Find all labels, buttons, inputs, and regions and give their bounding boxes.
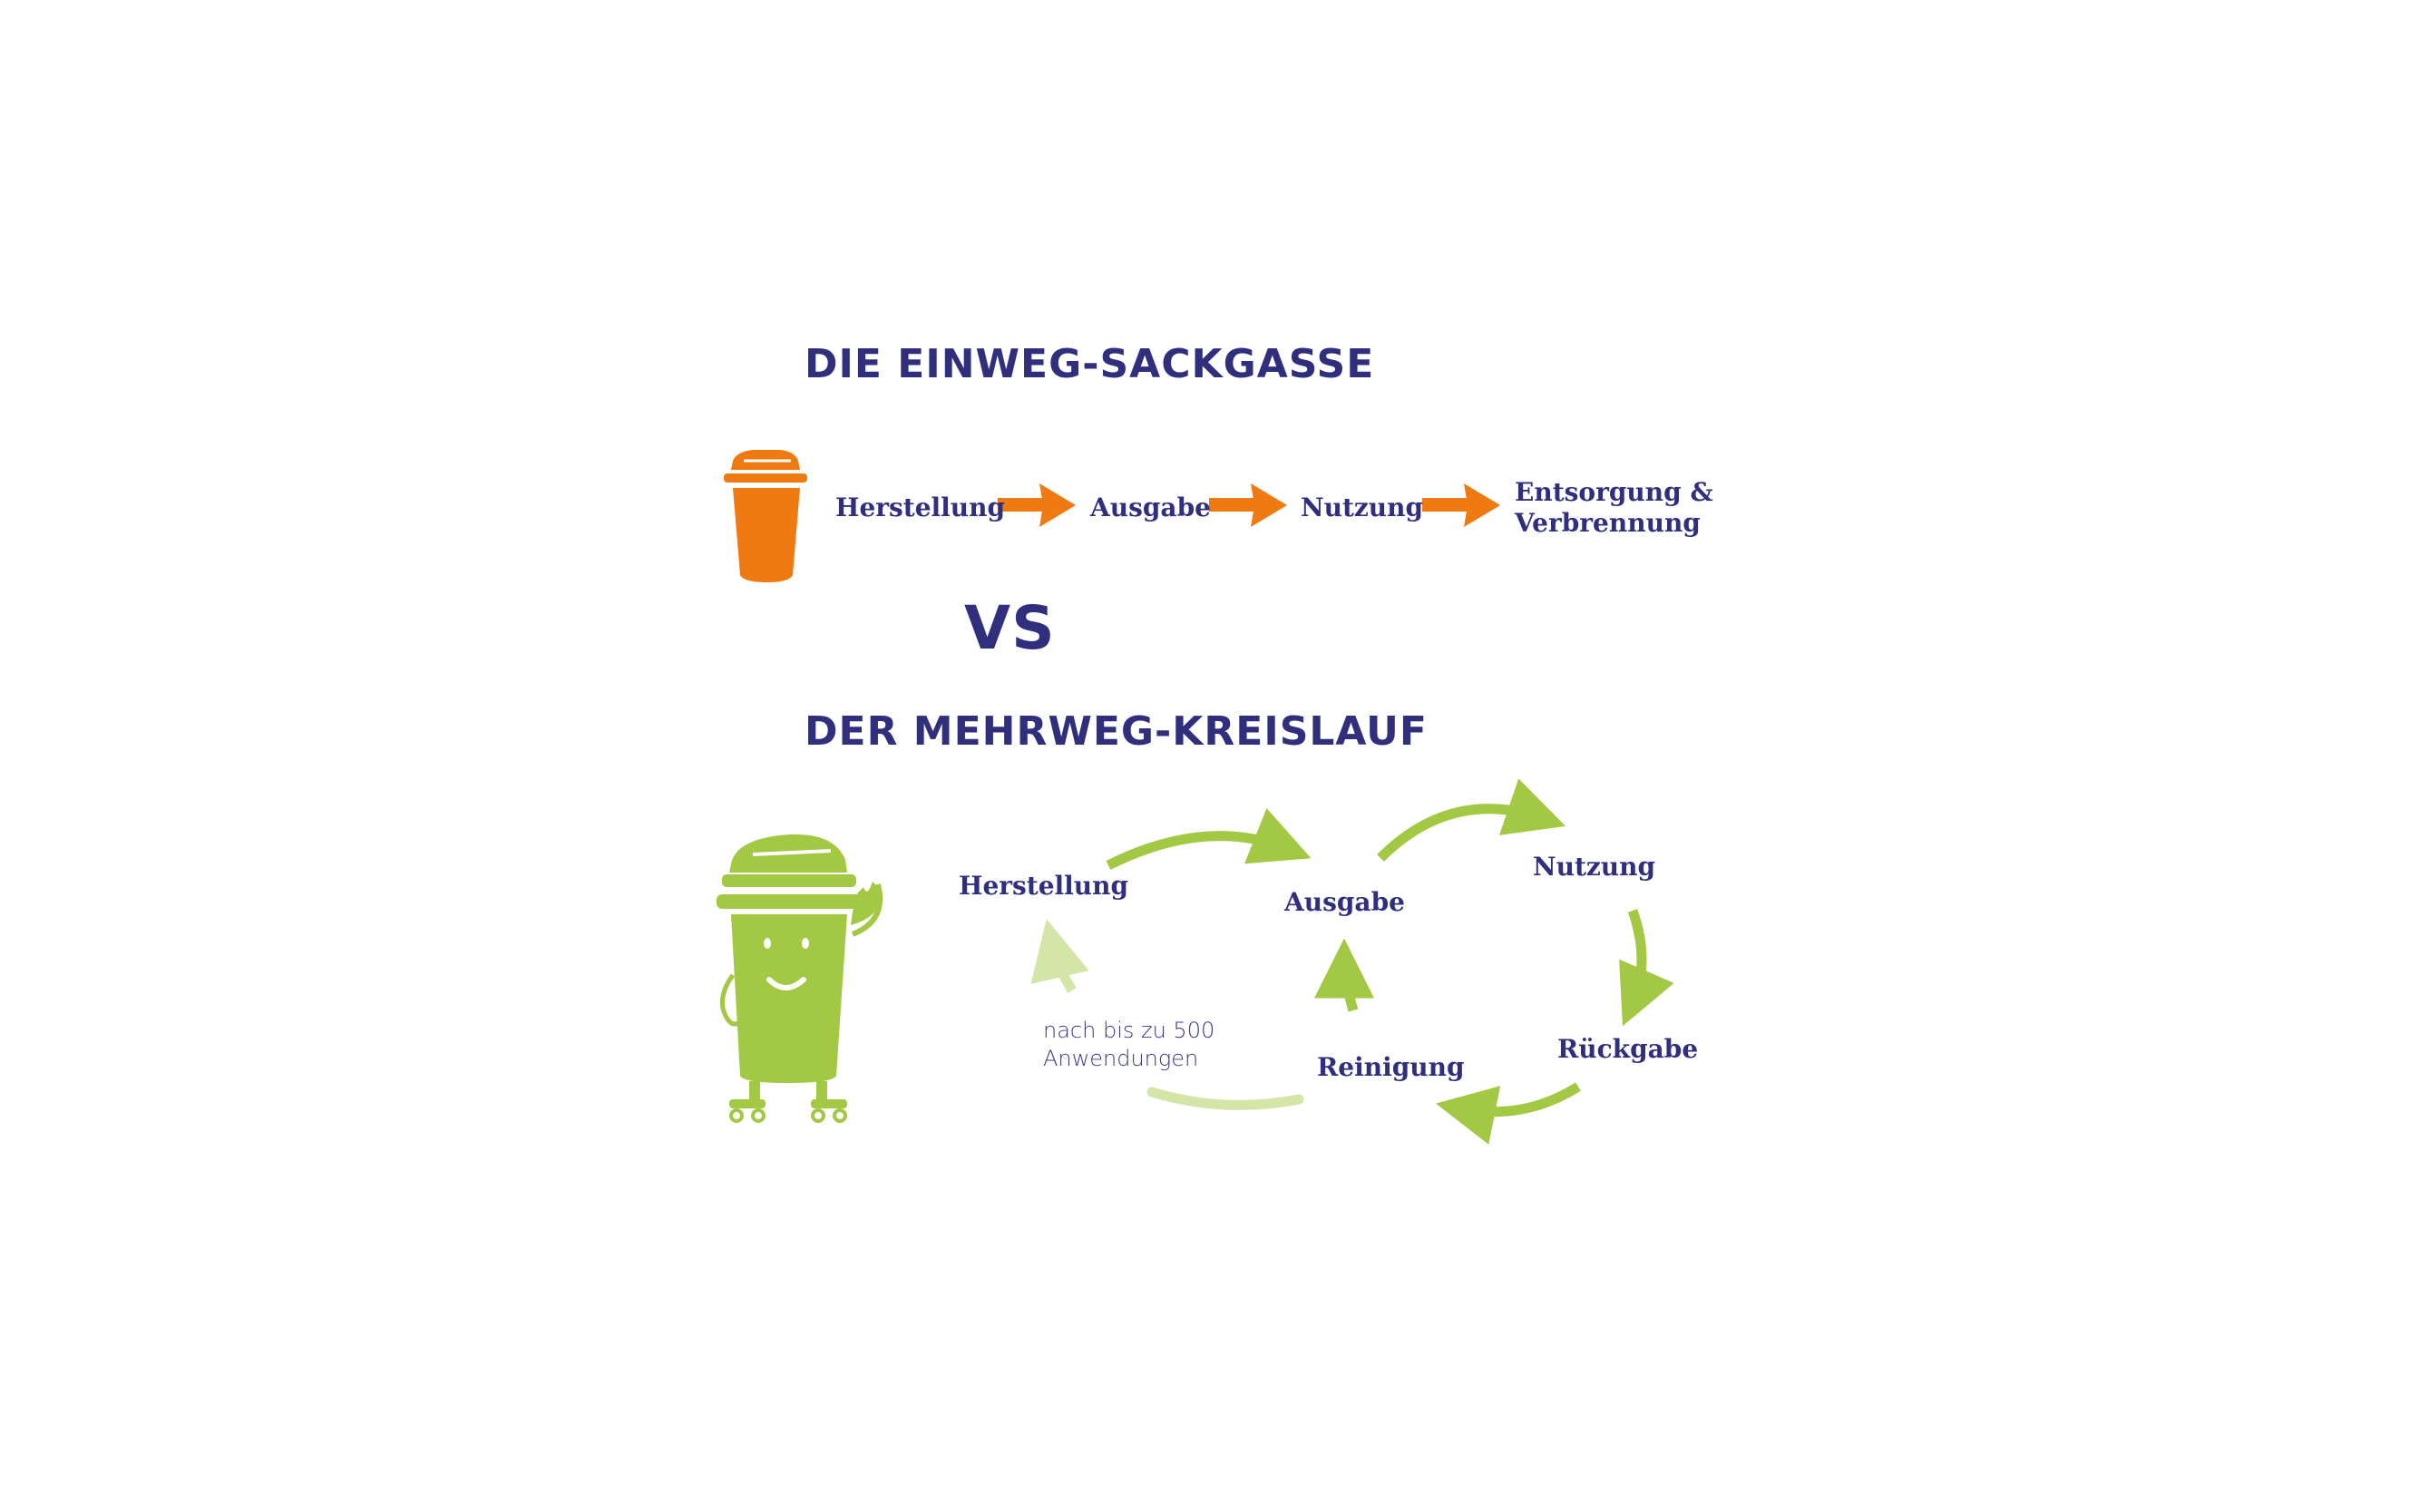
einweg-step-entsorgung-line2: Verbrennung [1515, 508, 1701, 538]
einweg-step-ausgabe: Ausgabe [1090, 493, 1211, 522]
einweg-arrow-2 [1209, 483, 1287, 527]
cycle-arrow-faded-herstellung [1030, 919, 1089, 993]
einweg-title: DIE EINWEG-SACKGASSE [805, 341, 1375, 387]
cycle-arc-faded-bottom [1146, 1087, 1304, 1110]
einweg-step-herstellung: Herstellung [835, 493, 1006, 522]
reusable-cup-mascot-icon [717, 834, 883, 1123]
mehrweg-reuse-note-line2: Anwendungen [1043, 1046, 1199, 1071]
einweg-arrow-3 [1422, 483, 1500, 527]
einweg-step-entsorgung: Entsorgung & Verbrennung [1515, 477, 1713, 539]
einweg-arrow-1 [998, 483, 1076, 527]
vs-label: VS [964, 593, 1056, 663]
mehrweg-step-rueckgabe: Rückgabe [1557, 1034, 1699, 1064]
mehrweg-reuse-note: nach bis zu 500 Anwendungen [1043, 1017, 1214, 1073]
disposable-cup-icon [724, 450, 807, 582]
cycle-arrow-reinigung-ausgabe [1314, 938, 1375, 1012]
cycle-arrow-nutzung-rueckgabe [1619, 909, 1674, 1027]
mehrweg-step-ausgabe: Ausgabe [1284, 887, 1405, 917]
mehrweg-step-herstellung: Herstellung [959, 871, 1129, 901]
mehrweg-title: DER MEHRWEG-KREISLAUF [805, 708, 1428, 755]
cycle-arrow-ausgabe-nutzung [1377, 778, 1566, 862]
mehrweg-step-nutzung: Nutzung [1533, 852, 1656, 882]
einweg-step-entsorgung-line1: Entsorgung & [1515, 477, 1713, 507]
mehrweg-reuse-note-line1: nach bis zu 500 [1043, 1018, 1215, 1043]
einweg-step-nutzung: Nutzung [1301, 493, 1424, 522]
cycle-arrow-herstellung-ausgabe [1106, 808, 1312, 870]
mehrweg-step-reinigung: Reinigung [1317, 1052, 1465, 1082]
cycle-arrow-rueckgabe-reinigung [1436, 1082, 1581, 1145]
